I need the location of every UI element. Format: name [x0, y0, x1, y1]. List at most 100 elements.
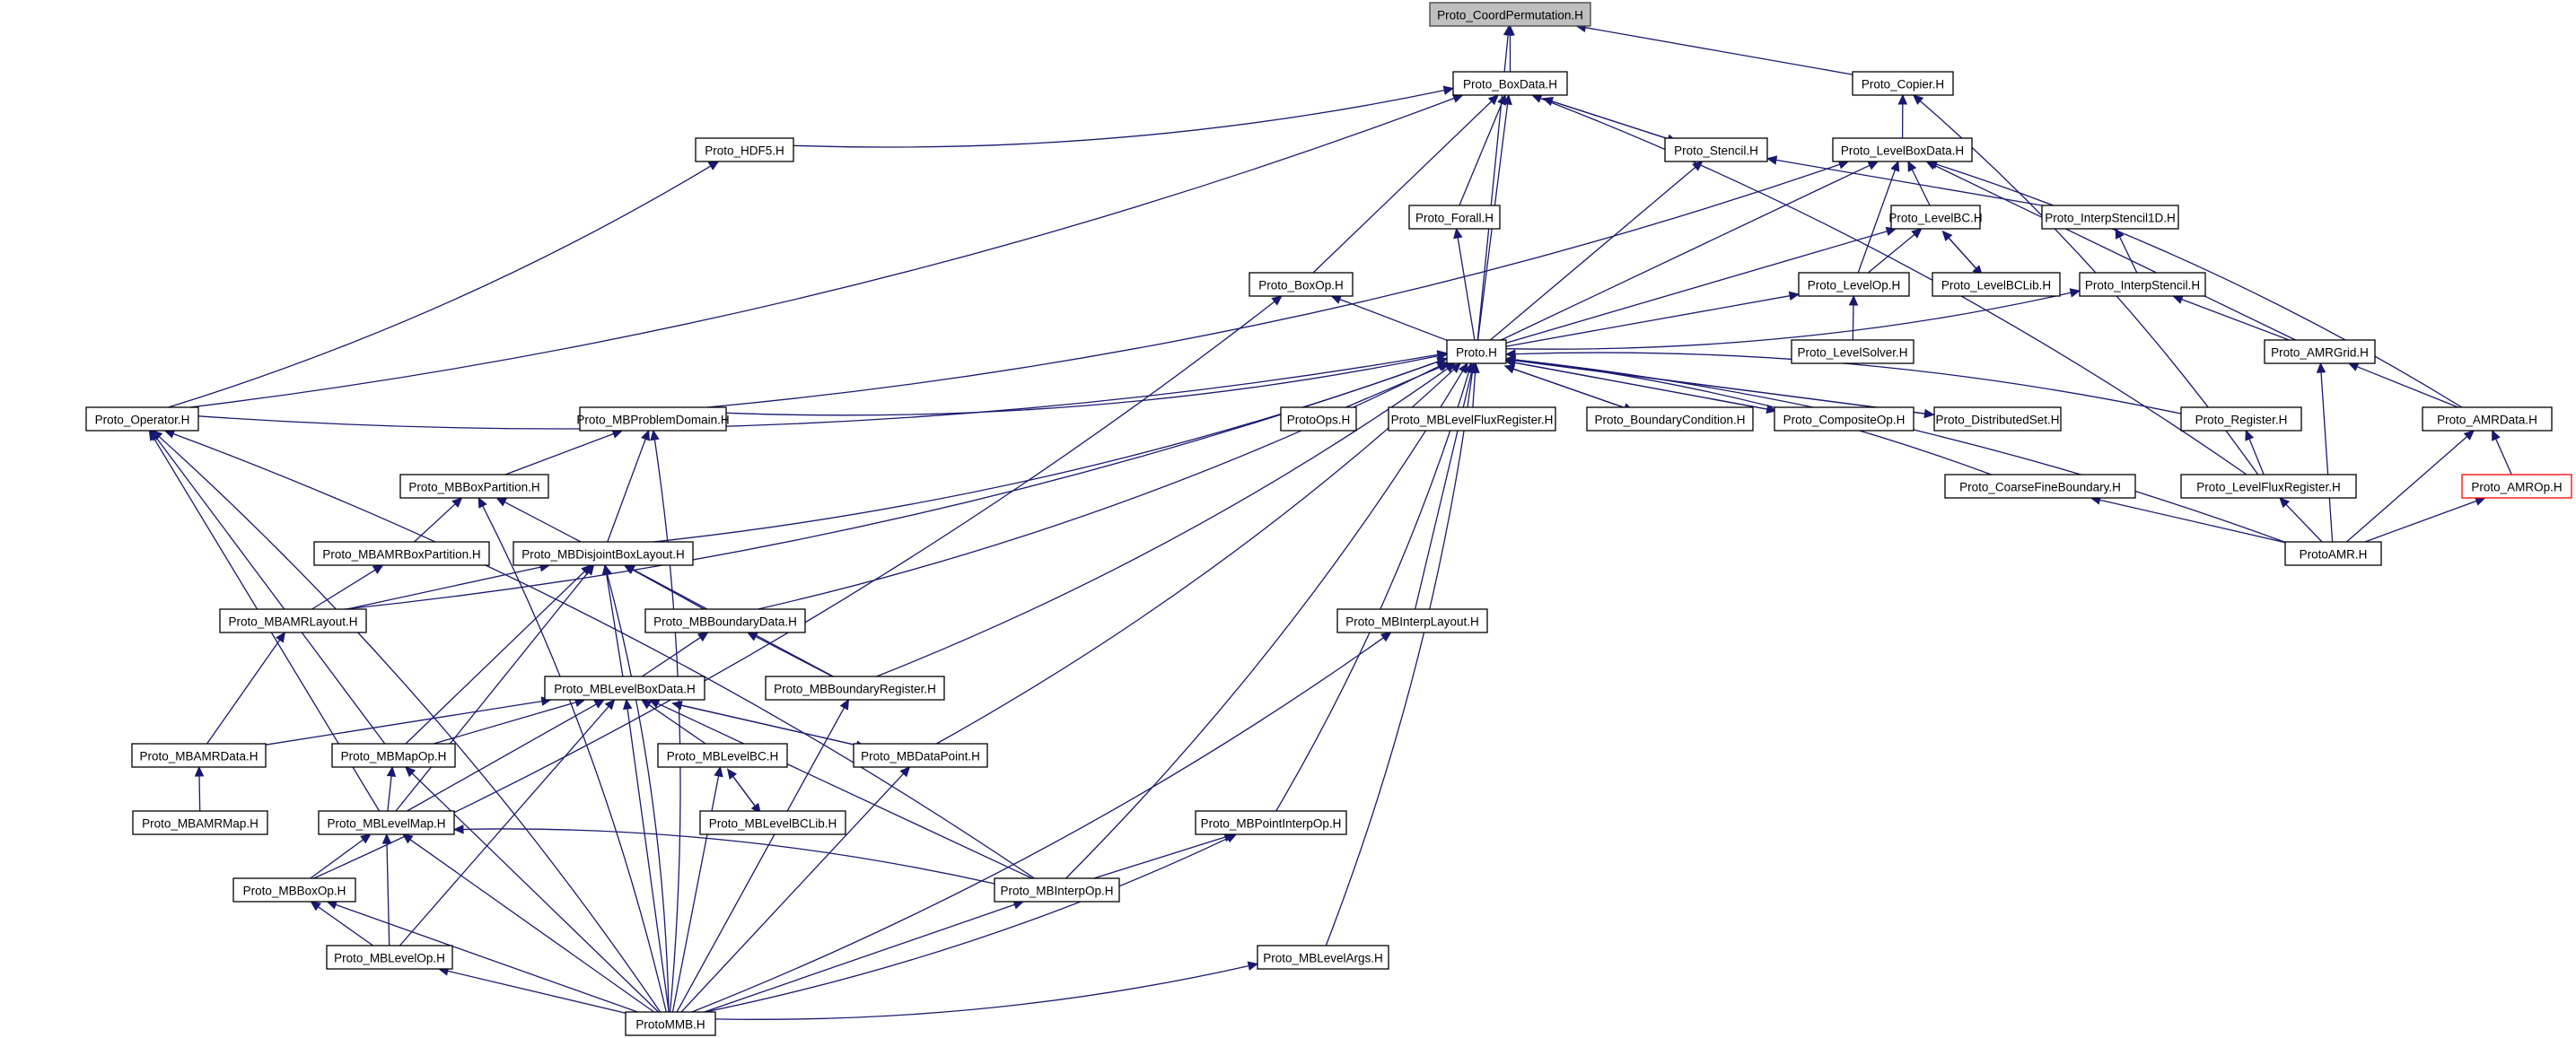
node-operator[interactable]: Proto_Operator.H [85, 406, 199, 432]
node-mbproblemdomain[interactable]: Proto_MBProblemDomain.H [576, 406, 730, 432]
node-hdf5[interactable]: Proto_HDF5.H [695, 137, 794, 162]
node-protommb[interactable]: ProtoMMB.H [625, 1011, 716, 1036]
node-box[interactable] [1774, 406, 1914, 432]
node-boxop[interactable]: Proto_BoxOp.H [1249, 272, 1354, 297]
node-box[interactable] [2284, 541, 2382, 566]
node-box[interactable] [1408, 205, 1501, 230]
node-mblevelbclib[interactable]: Proto_MBLevelBCLib.H [699, 810, 846, 835]
node-box[interactable] [219, 608, 367, 633]
node-box[interactable] [699, 810, 846, 835]
node-interpstencil1d[interactable]: Proto_InterpStencil1D.H [2041, 205, 2179, 230]
node-mblevelargs[interactable]: Proto_MBLevelArgs.H [1257, 945, 1389, 970]
node-mbamrboxpartition[interactable]: Proto_MBAMRBoxPartition.H [313, 541, 490, 566]
node-amrop[interactable]: Proto_AMROp.H [2461, 474, 2572, 499]
node-box[interactable] [85, 406, 199, 432]
node-box[interactable] [765, 676, 945, 701]
node-stencil[interactable]: Proto_Stencil.H [1664, 137, 1768, 162]
node-compositeop[interactable]: Proto_CompositeOp.H [1774, 406, 1914, 432]
node-box[interactable] [132, 810, 268, 835]
node-mbpointinterpop[interactable]: Proto_MBPointInterpOp.H [1195, 810, 1347, 835]
node-mbinterpop[interactable]: Proto_MBInterpOp.H [994, 877, 1120, 903]
node-mbamrdata[interactable]: Proto_MBAMRData.H [131, 743, 267, 768]
node-box[interactable] [2180, 474, 2357, 499]
node-mblevelop[interactable]: Proto_MBLevelOp.H [326, 945, 453, 970]
node-box[interactable] [513, 541, 694, 566]
node-box[interactable] [544, 676, 705, 701]
node-mbboxpartition[interactable]: Proto_MBBoxPartition.H [399, 474, 549, 499]
node-box[interactable] [853, 743, 988, 768]
node-box[interactable] [399, 474, 549, 499]
node-box[interactable] [2079, 272, 2206, 297]
node-coarsefineboundary[interactable]: Proto_CoarseFineBoundary.H [1944, 474, 2136, 499]
node-box[interactable] [1249, 272, 1354, 297]
node-box[interactable] [1832, 137, 1973, 162]
node-box[interactable] [2461, 474, 2572, 499]
node-box[interactable] [2180, 406, 2302, 432]
node-box[interactable] [2422, 406, 2553, 432]
node-distributedset[interactable]: Proto_DistributedSet.H [1933, 406, 2062, 432]
node-levelbclib[interactable]: Proto_LevelBCLib.H [1932, 272, 2061, 297]
node-levelop[interactable]: Proto_LevelOp.H [1798, 272, 1910, 297]
node-mbboundarydata[interactable]: Proto_MBBoundaryData.H [644, 608, 806, 633]
node-proto[interactable]: Proto.H [1446, 339, 1507, 364]
node-box[interactable] [1388, 406, 1556, 432]
node-copier[interactable]: Proto_Copier.H [1852, 71, 1954, 96]
node-mbmapop[interactable]: Proto_MBMapOp.H [331, 743, 456, 768]
node-box[interactable] [1446, 339, 1507, 364]
node-mbdatapoint[interactable]: Proto_MBDataPoint.H [853, 743, 988, 768]
node-levelsolver[interactable]: Proto_LevelSolver.H [1791, 339, 1914, 364]
node-box[interactable] [1280, 406, 1357, 432]
node-mblevelboxdata[interactable]: Proto_MBLevelBoxData.H [544, 676, 705, 701]
node-interpstencil[interactable]: Proto_InterpStencil.H [2079, 272, 2206, 297]
node-mbdisjointboxlayout[interactable]: Proto_MBDisjointBoxLayout.H [513, 541, 694, 566]
node-box[interactable] [994, 877, 1120, 903]
node-boundarycondition[interactable]: Proto_BoundaryCondition.H [1586, 406, 1754, 432]
node-box[interactable] [1195, 810, 1347, 835]
node-mblevelmap[interactable]: Proto_MBLevelMap.H [318, 810, 455, 835]
node-box[interactable] [1798, 272, 1910, 297]
node-box[interactable] [1890, 205, 1981, 230]
node-mbamrlayout[interactable]: Proto_MBAMRLayout.H [219, 608, 367, 633]
node-box[interactable] [1336, 608, 1488, 633]
node-register[interactable]: Proto_Register.H [2180, 406, 2302, 432]
node-box[interactable] [1932, 272, 2061, 297]
node-mbboxop[interactable]: Proto_MBBoxOp.H [232, 877, 356, 903]
node-mbinterplayout[interactable]: Proto_MBInterpLayout.H [1336, 608, 1488, 633]
node-box[interactable] [657, 743, 788, 768]
node-box[interactable] [232, 877, 356, 903]
node-box[interactable] [625, 1011, 716, 1036]
node-mblevelfluxregister[interactable]: Proto_MBLevelFluxRegister.H [1388, 406, 1556, 432]
node-box[interactable] [1664, 137, 1768, 162]
node-protoamr[interactable]: ProtoAMR.H [2284, 541, 2382, 566]
node-boxdata[interactable]: Proto_BoxData.H [1452, 71, 1568, 96]
node-box[interactable] [579, 406, 727, 432]
node-box[interactable] [644, 608, 806, 633]
node-box[interactable] [1852, 71, 1954, 96]
node-box[interactable] [326, 945, 453, 970]
node-box[interactable] [1933, 406, 2062, 432]
node-mbboundaryregister[interactable]: Proto_MBBoundaryRegister.H [765, 676, 945, 701]
node-box[interactable] [1944, 474, 2136, 499]
node-box[interactable] [313, 541, 490, 566]
node-forall[interactable]: Proto_Forall.H [1408, 205, 1501, 230]
node-mblevelbc[interactable]: Proto_MBLevelBC.H [657, 743, 788, 768]
node-box[interactable] [331, 743, 456, 768]
node-mbamrmap[interactable]: Proto_MBAMRMap.H [132, 810, 268, 835]
node-amrdata[interactable]: Proto_AMRData.H [2422, 406, 2553, 432]
node-box[interactable] [1586, 406, 1754, 432]
node-box[interactable] [2041, 205, 2179, 230]
node-box[interactable] [695, 137, 794, 162]
node-protoops[interactable]: ProtoOps.H [1280, 406, 1357, 432]
node-levelbc[interactable]: Proto_LevelBC.H [1888, 205, 1983, 230]
node-levelfluxregister[interactable]: Proto_LevelFluxRegister.H [2180, 474, 2357, 499]
node-box[interactable] [1429, 2, 1591, 27]
node-box[interactable] [131, 743, 267, 768]
node-levelboxdata[interactable]: Proto_LevelBoxData.H [1832, 137, 1973, 162]
node-box[interactable] [1791, 339, 1914, 364]
node-box[interactable] [1257, 945, 1389, 970]
node-coordperm[interactable]: Proto_CoordPermutation.H [1429, 2, 1591, 27]
node-amrgrid[interactable]: Proto_AMRGrid.H [2264, 339, 2376, 364]
node-box[interactable] [318, 810, 455, 835]
node-box[interactable] [2264, 339, 2376, 364]
node-box[interactable] [1452, 71, 1568, 96]
